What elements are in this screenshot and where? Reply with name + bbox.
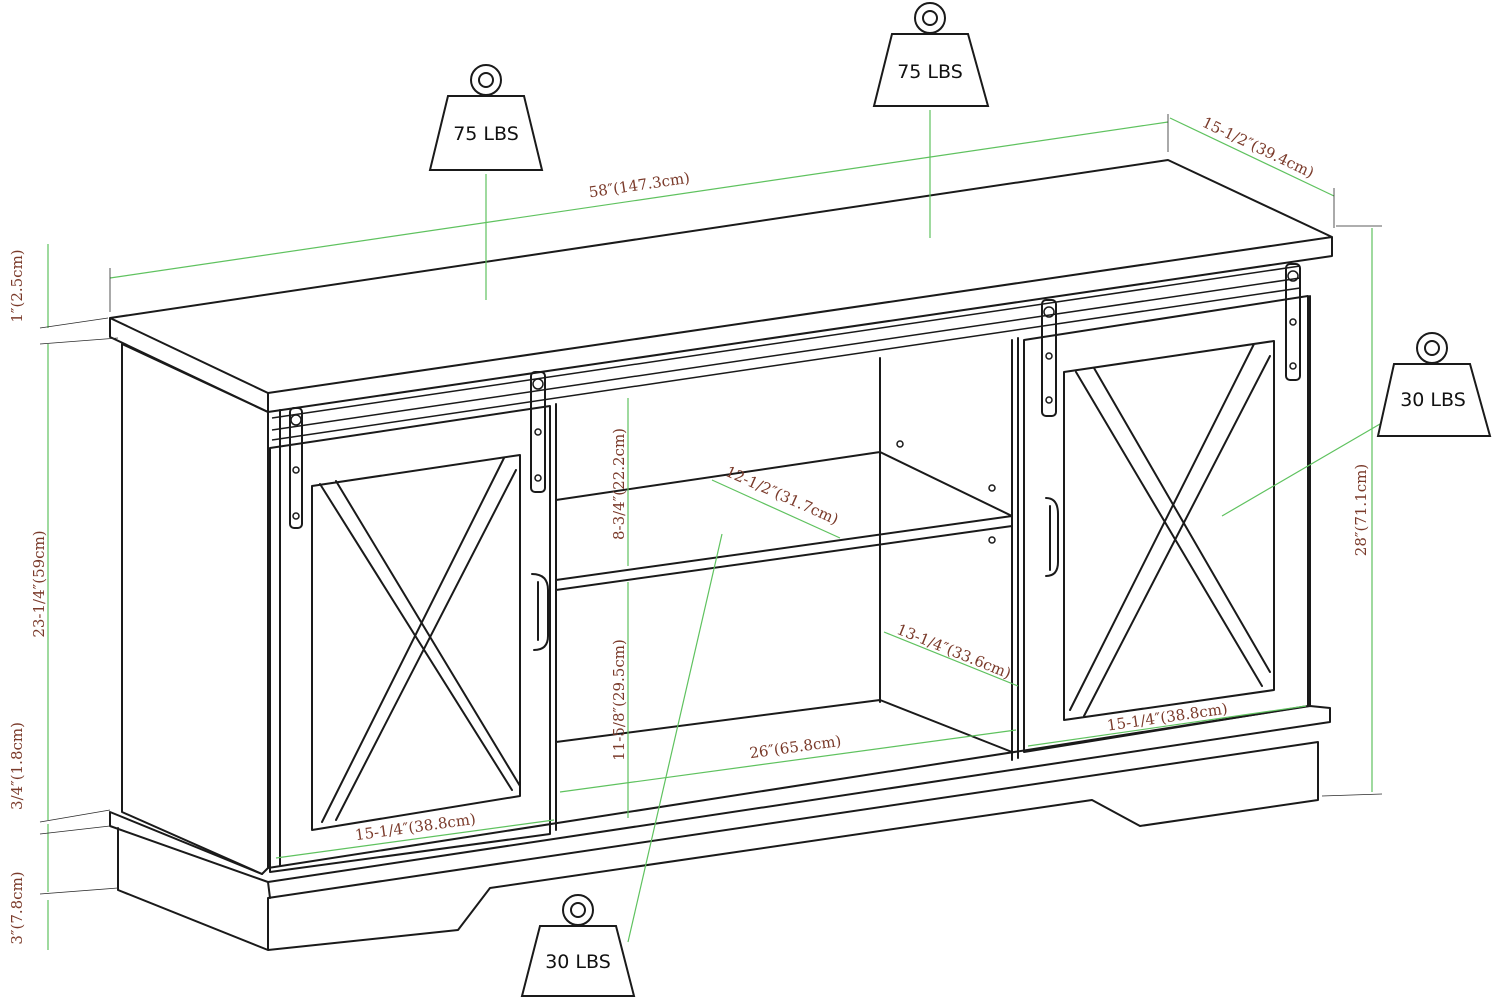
dimension-lines (39, 110, 1383, 950)
width-label: 58″(147.3cm) (588, 169, 692, 202)
left-door (269, 405, 551, 873)
shelf-pin-hole (988, 536, 996, 544)
shelf-pin-hole (896, 440, 904, 448)
tv-stand-drawing (109, 159, 1333, 951)
dimension-labels: 58″(147.3cm) 15-1/2″(39.4cm) 1″(2.5cm) 2… (8, 113, 1370, 944)
weight-icon (428, 95, 544, 171)
right-door (1023, 295, 1309, 753)
weight-ring-icon (470, 64, 502, 96)
weight-icon (872, 33, 990, 107)
total-height-label: 28″(71.1cm) (1352, 464, 1370, 556)
weight-label: 30 LBS (545, 951, 611, 973)
front-frame (267, 295, 1311, 869)
weight-top-left: 75 LBS (428, 64, 544, 171)
weight-top-center: 75 LBS (872, 2, 990, 107)
shelf-depth-label: 12-1/2″(31.7cm) (723, 462, 841, 528)
weight-ring-icon (562, 894, 594, 926)
left-side-panel (121, 343, 269, 875)
weight-right-door: 30 LBS (1376, 332, 1492, 437)
weight-icon (520, 925, 636, 997)
door-rail (271, 265, 1301, 441)
depth-label: 15-1/2″(39.4cm) (1199, 113, 1317, 181)
center-width-label: 26″(65.8cm) (748, 732, 842, 762)
right-door-handle (1045, 497, 1059, 577)
shelf-lower-height-label: 11-5/8″(29.5cm) (610, 639, 628, 761)
door-hangers (289, 263, 1301, 529)
shelf-pin-hole (988, 484, 996, 492)
weight-ring-icon (1416, 332, 1448, 364)
inner-depth-label: 13-1/4″(33.6cm) (894, 620, 1014, 682)
body-height-label: 23-1/4″(59cm) (30, 530, 48, 637)
weight-label: 75 LBS (453, 123, 519, 145)
weight-ring-icon (914, 2, 946, 34)
top-thickness-label: 1″(2.5cm) (8, 249, 26, 322)
left-door-handle (531, 573, 549, 651)
weight-bottom-shelf: 30 LBS (520, 894, 636, 997)
weight-label: 75 LBS (897, 61, 963, 83)
center-shelf-bay (555, 339, 1013, 831)
plinth-trim-label: 3/4″(1.8cm) (8, 722, 26, 810)
base-plinth (109, 705, 1331, 951)
weight-icon (1376, 363, 1492, 437)
base-height-label: 3″(7.8cm) (8, 871, 26, 944)
weight-label: 30 LBS (1400, 389, 1466, 411)
shelf-upper-height-label: 8-3/4″(22.2cm) (610, 428, 628, 540)
